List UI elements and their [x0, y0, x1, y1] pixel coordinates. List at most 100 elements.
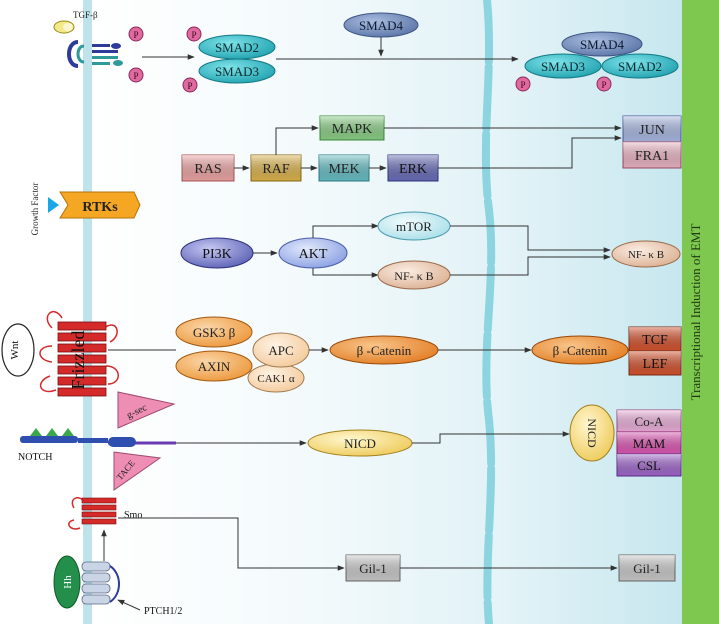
nuclear-envelope: [481, 0, 496, 628]
tgf-beta-label: TGF-β: [73, 10, 98, 20]
apc-node: APC: [252, 332, 310, 368]
smad3-nuclear-node: SMAD3: [524, 53, 602, 79]
tcf-node: TCF: [628, 326, 682, 352]
smo-receptor: [68, 497, 117, 530]
svg-text:JUN: JUN: [639, 123, 665, 138]
mam-node: MAM: [616, 431, 682, 455]
svg-text:β -Catenin: β -Catenin: [553, 343, 608, 358]
svg-text:APC: APC: [268, 343, 293, 358]
svg-text:Frizzled: Frizzled: [68, 331, 88, 390]
smad2-node: SMAD2: [198, 34, 276, 60]
rtks-receptor: RTKs: [59, 191, 141, 219]
svg-text:NF- κ B: NF- κ B: [628, 249, 664, 261]
jun-node: JUN: [622, 115, 682, 143]
lef-node: LEF: [628, 350, 682, 376]
arrow-nfkb-nfkb-nuclear: [450, 254, 611, 276]
svg-text:P: P: [187, 81, 192, 91]
mek-node: MEK: [318, 154, 370, 182]
notch-receptor: [78, 437, 176, 447]
arrow-raf-mapk: [275, 125, 319, 155]
gil1-node: Gil-1: [345, 554, 401, 582]
nicd-node: NICD: [307, 429, 413, 457]
emt-side-title: Transcriptional Induction of EMT: [688, 224, 703, 401]
svg-text:GSK3 β: GSK3 β: [193, 325, 236, 340]
svg-text:P: P: [133, 30, 138, 40]
phospho-badge: P: [128, 26, 144, 42]
gsk3b-node: GSK3 β: [175, 316, 253, 348]
arrow-akt-mtor: [312, 223, 379, 238]
nfkb-nuclear-node: NF- κ B: [611, 240, 681, 268]
arrow-smo-gil1: [118, 517, 345, 571]
nfkb-node: NF- κ B: [377, 260, 451, 290]
smad3-node: SMAD3: [198, 58, 276, 84]
svg-text:MAM: MAM: [633, 436, 666, 451]
svg-text:CAK1 α: CAK1 α: [257, 373, 294, 385]
svg-text:P: P: [133, 71, 138, 81]
hh-ligand: Hh: [53, 555, 81, 609]
co-a-node: Co-A: [616, 409, 682, 433]
svg-text:Gil-1: Gil-1: [633, 561, 660, 576]
emt-bar: [682, 0, 719, 624]
smad4-node: SMAD4: [343, 12, 419, 38]
smad2-nuclear-node: SMAD2: [601, 53, 679, 79]
smad4-nuclear-node: SMAD4: [561, 31, 643, 57]
svg-text:ERK: ERK: [399, 162, 427, 177]
svg-text:PI3K: PI3K: [202, 247, 232, 262]
beta-catenin-nuclear-node: β -Catenin: [531, 335, 629, 365]
svg-text:AXIN: AXIN: [198, 359, 231, 374]
svg-text:RAF: RAF: [262, 162, 289, 177]
svg-text:MEK: MEK: [328, 162, 359, 177]
svg-text:P: P: [191, 30, 196, 40]
arrow-akt-nfkb: [312, 268, 379, 278]
svg-text:SMAD4: SMAD4: [359, 18, 404, 33]
notch-ligand: [20, 428, 78, 443]
svg-text:TCF: TCF: [642, 333, 668, 348]
wnt-ligand: Wnt: [1, 323, 35, 377]
svg-text:SMAD2: SMAD2: [618, 59, 662, 74]
raf-node: RAF: [250, 154, 302, 182]
tace-enzyme: TACE: [113, 451, 162, 491]
tgf-beta-ligand: [53, 20, 75, 34]
svg-text:P: P: [520, 80, 525, 90]
svg-text:RAS: RAS: [194, 162, 221, 177]
svg-text:RTKs: RTKs: [82, 200, 118, 215]
svg-text:SMAD4: SMAD4: [580, 37, 625, 52]
svg-text:NICD: NICD: [344, 436, 376, 451]
svg-text:LEF: LEF: [643, 357, 668, 372]
g-secretase: g-sec: [117, 391, 176, 429]
akt-node: AKT: [278, 237, 348, 269]
phospho-badge: P: [186, 26, 202, 42]
svg-text:SMAD3: SMAD3: [215, 64, 259, 79]
csl-node: CSL: [616, 453, 682, 477]
phospho-badge: P: [182, 77, 198, 93]
svg-text:Wnt: Wnt: [9, 341, 21, 360]
mtor-node: mTOR: [377, 211, 451, 241]
phospho-badge: P: [128, 67, 144, 83]
arrow-nicd-nuclear: [412, 431, 570, 444]
svg-text:Gil-1: Gil-1: [359, 561, 386, 576]
frizzled-receptor: Frizzled: [39, 311, 119, 397]
svg-text:SMAD3: SMAD3: [541, 59, 585, 74]
svg-text:MAPK: MAPK: [332, 122, 372, 137]
erk-node: ERK: [387, 154, 439, 182]
svg-text:AKT: AKT: [299, 247, 328, 262]
svg-text:FRA1: FRA1: [635, 149, 669, 164]
phospho-badge: P: [515, 76, 531, 92]
nicd-nuclear-node: NICD: [569, 404, 615, 462]
growth-factor-label: Growth Factor: [30, 183, 40, 236]
svg-text:P: P: [601, 80, 606, 90]
mapk-node: MAPK: [319, 115, 385, 141]
svg-text:SMAD2: SMAD2: [215, 40, 259, 55]
svg-text:Co-A: Co-A: [635, 414, 665, 429]
arrow-ptch-label: [117, 599, 141, 611]
svg-text:Hh: Hh: [62, 575, 74, 589]
beta-catenin-node: β -Catenin: [329, 335, 439, 365]
axin-node: AXIN: [175, 350, 253, 382]
arrow-mtor-nfkb-nuclear: [450, 225, 611, 253]
svg-text:NICD: NICD: [585, 418, 599, 448]
ptch-receptor: [81, 561, 120, 605]
tgf-beta-receptor: [67, 40, 123, 68]
phospho-badge: P: [596, 76, 612, 92]
